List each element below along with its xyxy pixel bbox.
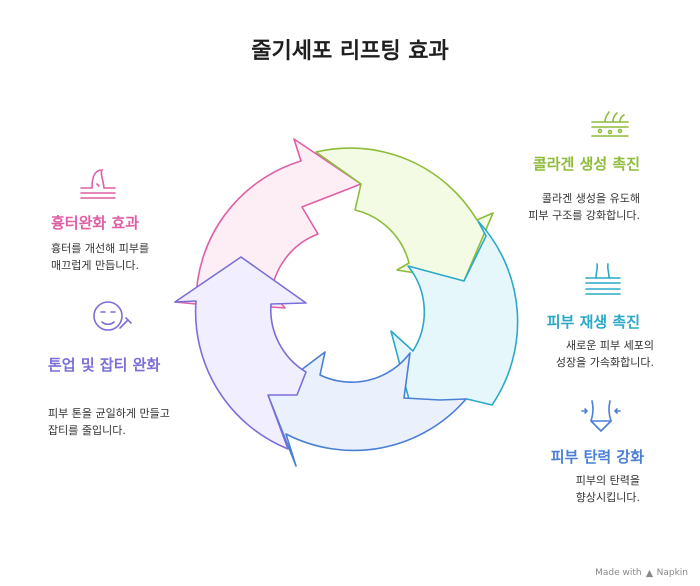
tone-desc-line-1: 피부 톤을 균일하게 만들고	[48, 407, 170, 420]
elastic-desc: 피부의 탄력을 향상시킵니다.	[576, 472, 640, 506]
elastic-label: 피부 탄력 강화	[550, 448, 644, 466]
scar-label: 흉터완화 효과	[51, 214, 140, 232]
tone-label: 톤업 및 잡티 완화	[48, 356, 161, 374]
footer-text: Made with	[595, 568, 642, 578]
elastic-desc-line-2: 향상시킵니다.	[575, 491, 640, 504]
footer-branding: Made with Napkin	[595, 568, 688, 578]
body-waist-icon	[581, 400, 621, 432]
arrow-tone	[174, 256, 307, 450]
skin-bump-icon	[80, 169, 116, 199]
napkin-logo-icon	[645, 569, 653, 577]
tone-desc: 피부 톤을 균일하게 만들고 잡티를 줄입니다.	[48, 405, 170, 439]
hair-follicle-icon	[585, 263, 621, 295]
footer-brand: Napkin	[656, 568, 688, 578]
collagen-desc-line-1: 콜라겐 생성을 유도해	[541, 192, 640, 205]
scar-desc-line-1: 흉터를 개선해 피부를	[51, 242, 150, 255]
scar-desc: 흉터를 개선해 피부를 매끄럽게 만듭니다.	[51, 240, 149, 274]
arrow-elastic	[267, 351, 467, 467]
regen-desc-line-2: 성장을 가속화합니다.	[555, 356, 654, 369]
regen-desc: 새로운 피부 세포의 성장을 가속화합니다.	[556, 337, 654, 371]
regen-desc-line-1: 새로운 피부 세포의	[566, 339, 654, 352]
face-care-icon	[93, 301, 132, 331]
arrow-regen	[390, 220, 519, 408]
skin-layer-icon	[591, 111, 629, 137]
scar-desc-line-2: 매끄럽게 만듭니다.	[51, 259, 139, 272]
collagen-desc: 콜라겐 생성을 유도해 피부 구조를 강화합니다.	[528, 190, 640, 224]
arrow-collagen	[315, 147, 494, 282]
collagen-desc-line-2: 피부 구조를 강화합니다.	[528, 209, 640, 222]
elastic-desc-line-1: 피부의 탄력을	[575, 474, 640, 487]
tone-desc-line-2: 잡티를 줄입니다.	[48, 424, 126, 437]
regen-label: 피부 재생 촉진	[546, 313, 640, 331]
page-title: 줄기세포 리프팅 효과	[251, 39, 449, 64]
collagen-label: 콜라겐 생성 촉진	[532, 155, 640, 173]
